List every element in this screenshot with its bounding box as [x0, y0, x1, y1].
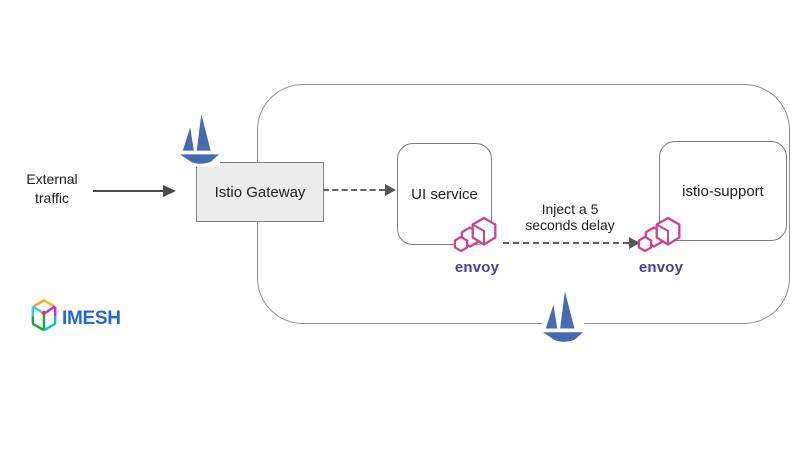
- envoy-wordmark: envoy: [638, 259, 684, 276]
- envoy-sidecar-ui: envoy: [450, 215, 504, 276]
- istio-sailboat-icon-bottom: [542, 289, 584, 345]
- envoy-to-envoy-arrow-line: [503, 242, 629, 244]
- external-to-gateway-arrow-head: [163, 185, 176, 197]
- istio-support-label: istio-support: [682, 182, 764, 200]
- imesh-cube-icon: [31, 299, 57, 331]
- istio-gateway-label: Istio Gateway: [214, 183, 306, 201]
- delay-annotation: Inject a 5 seconds delay: [525, 201, 615, 234]
- istio-sailboat-icon-top: [179, 112, 220, 167]
- imesh-wordmark: IMESH: [62, 308, 121, 329]
- envoy-wordmark: envoy: [454, 259, 500, 276]
- istio-gateway-box: Istio Gateway: [196, 162, 324, 222]
- imesh-logo: IMESH: [30, 297, 121, 341]
- gateway-to-ui-arrow-head: [385, 184, 396, 196]
- envoy-proxy-icon: [453, 216, 497, 253]
- external-traffic-label: External traffic: [26, 171, 78, 206]
- envoy-to-envoy-arrow-head: [629, 237, 640, 249]
- ui-service-label: UI service: [411, 185, 478, 203]
- envoy-sidecar-support: envoy: [634, 215, 688, 276]
- gateway-to-ui-arrow-line: [323, 189, 385, 191]
- external-to-gateway-arrow-line: [93, 190, 163, 192]
- envoy-proxy-icon: [637, 216, 681, 253]
